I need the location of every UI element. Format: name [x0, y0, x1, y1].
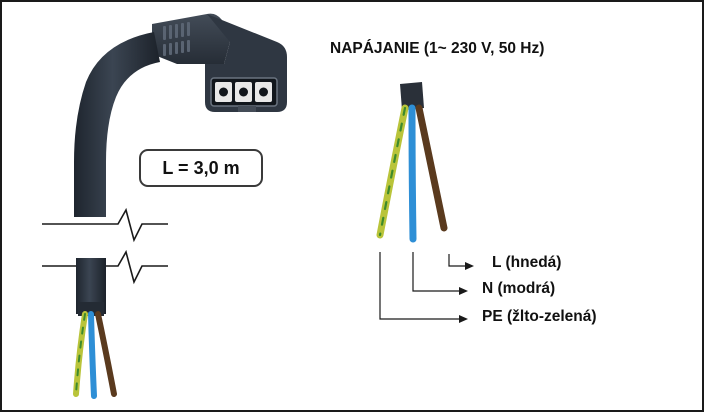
plug-grip-ridges	[163, 22, 190, 56]
wire-label-earth: PE (žlto-zelená)	[482, 308, 597, 325]
right-cable-stub	[400, 82, 424, 110]
plug-connector	[152, 13, 287, 112]
plug-pin-holes	[215, 82, 272, 102]
wire-leader-lines	[379, 252, 466, 320]
right-wire-ends	[376, 104, 448, 243]
power-cable-upper	[74, 32, 160, 217]
cable-length-label: L = 3,0 m	[139, 149, 263, 187]
left-wire-ends	[73, 311, 117, 399]
wire-label-live: L (hnedá)	[492, 254, 562, 271]
wire-label-neutral: N (modrá)	[482, 280, 556, 297]
supply-title: NAPÁJANIE (1~ 230 V, 50 Hz)	[330, 40, 545, 57]
arrow-heads	[459, 262, 474, 323]
